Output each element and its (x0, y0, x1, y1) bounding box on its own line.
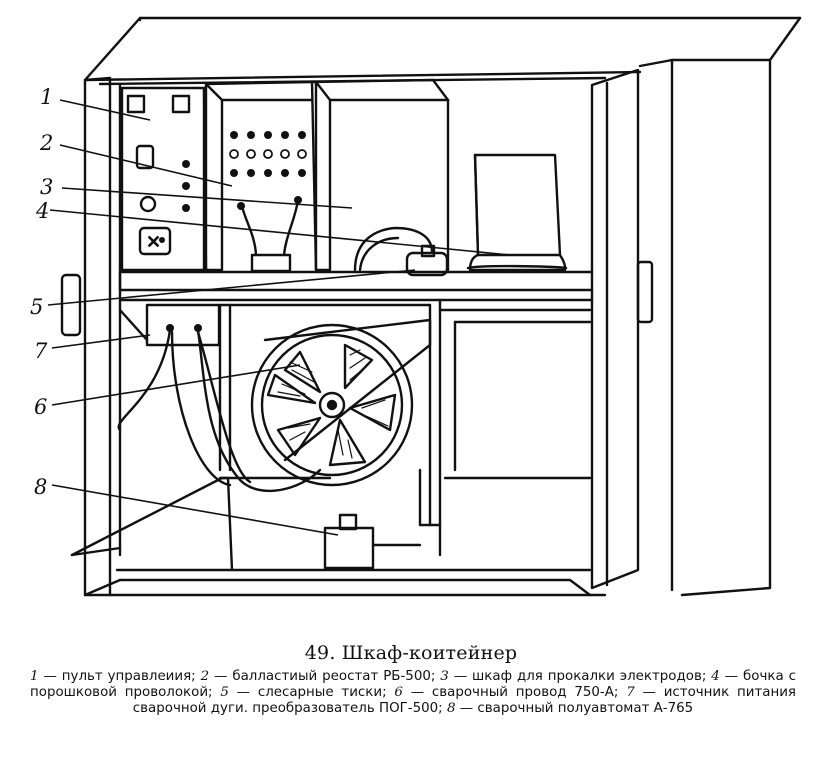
callout-6: 6 (34, 395, 47, 419)
semi-automatic-welder (323, 513, 442, 570)
rheostat-terminals (230, 131, 306, 210)
control-panel: ✕ (120, 86, 208, 272)
callout-4: 4 (35, 199, 49, 223)
ballast-rheostat (204, 80, 318, 273)
cable-reel (250, 318, 432, 487)
callout-numbers: 1 2 3 4 5 7 6 8 (30, 85, 53, 499)
power-source-terminals (166, 324, 202, 332)
flux-wire-barrel (466, 153, 568, 272)
legend-item-7: 7 — источник питания сварочной дуги. пре… (132, 685, 796, 716)
control-panel-lamps (159, 160, 190, 243)
callout-2: 2 (39, 131, 53, 155)
legend-item-6: 6 — сварочный провод 750-А; (394, 685, 627, 700)
callout-5: 5 (30, 295, 43, 319)
legend-item-8: 8 — сварочный полуавтомат А-765 (446, 701, 694, 716)
open-door-left (70, 476, 234, 572)
legend-item-4: 4 — бочка с порошковой проволокой; (30, 669, 796, 700)
svg-text:✕: ✕ (146, 232, 161, 253)
container-cabinet-drawing: ✕ (30, 16, 802, 597)
legend-item-2: 2 — балластиый реостат РБ-500; (200, 669, 441, 684)
cabinet-right-side (638, 16, 802, 597)
figure-caption: 49. Шкаф-коитейнер 1 — пульт управлеиия;… (0, 642, 822, 717)
open-door-right (590, 68, 654, 590)
callout-7: 7 (34, 339, 48, 363)
legend-item-3: 3 — шкаф для прокалки электродов; (440, 669, 712, 684)
electrode-drying-cabinet (310, 78, 450, 272)
cabinet-body (83, 16, 802, 597)
left-handle (60, 273, 82, 337)
callout-3: 3 (40, 175, 53, 199)
lower-compartment (218, 298, 592, 557)
rheostat-open-terminals (229, 149, 307, 159)
leader-lines (47, 99, 511, 536)
caption-legend: 1 — пульт управлеиия; 2 — балластиый рео… (30, 669, 796, 717)
caption-title: 49. Шкаф-коитейнер (304, 642, 518, 664)
callout-1: 1 (40, 85, 53, 109)
legend-item-5: 5 — слесарные тиски; (220, 685, 395, 700)
callout-8: 8 (34, 475, 47, 499)
reel-hatching (277, 349, 389, 459)
bench-vise (353, 226, 449, 277)
legend-item-1: 1 — пульт управлеиия; (30, 669, 201, 684)
